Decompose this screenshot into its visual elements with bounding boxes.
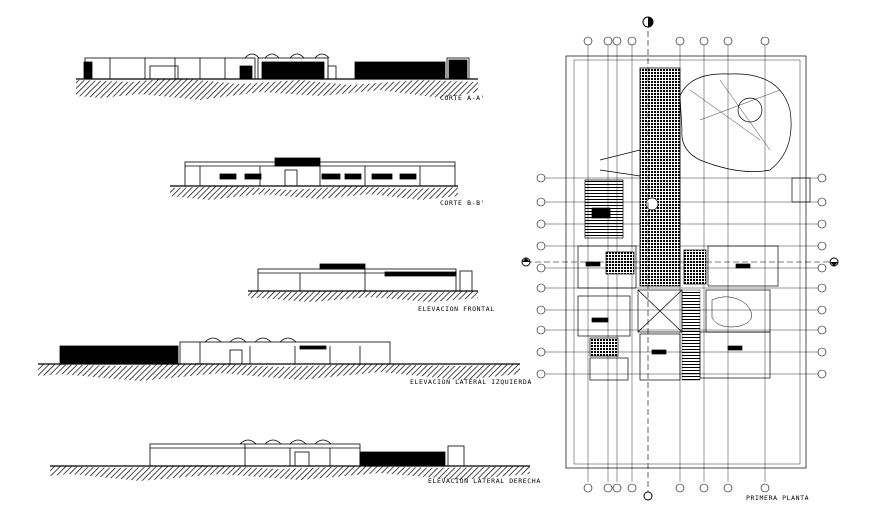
left-elevation-drawing [38,337,520,381]
section-b-drawing [170,157,458,200]
front-elevation-drawing [248,263,478,302]
floor-plan-label: PRIMERA PLANTA [746,494,809,502]
grid-bubble-icon [536,173,827,379]
floor-plan-drawing [526,22,834,496]
section-marker-icon [829,257,839,267]
section-marker-icon [642,16,654,28]
section-marker-icon [521,257,531,267]
grid-bubble-icon [583,36,770,493]
right-elevation-drawing [50,439,530,481]
front-elevation-label: ELEVACION FRONTAL [418,305,495,313]
section-marker-icon [643,491,653,501]
left-elevation-label: ELEVACION LATERAL IZQUIERDA [410,378,532,386]
section-a-label: CORTE A-A' [440,94,485,102]
section-b-label: CORTE B-B' [440,199,485,207]
right-elevation-label: ELEVACION LATERAL DERECHA [428,477,541,485]
section-a-drawing [76,53,478,100]
